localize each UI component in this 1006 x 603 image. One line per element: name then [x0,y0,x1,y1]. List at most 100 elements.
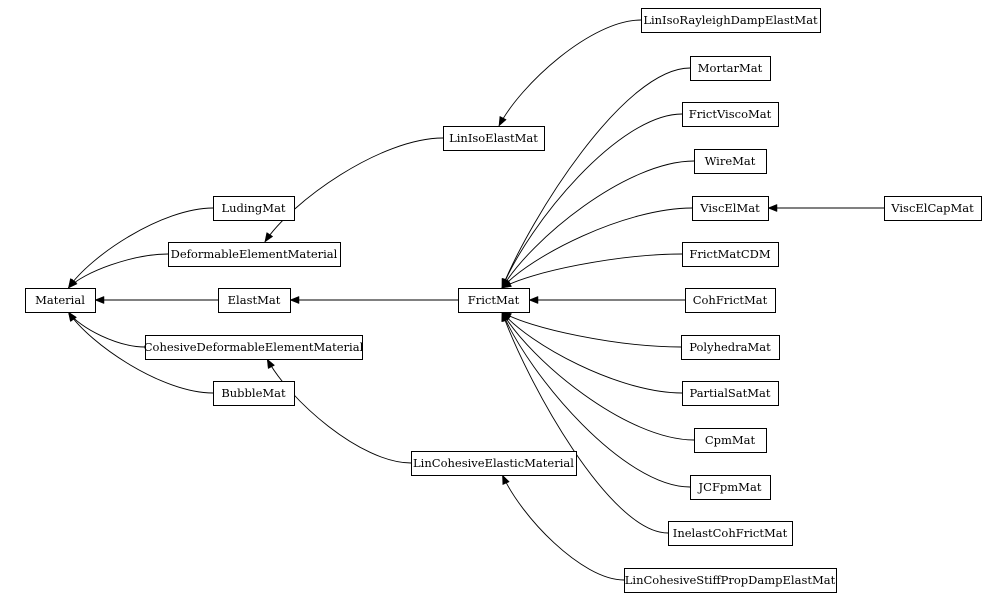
node-label: FrictViscoMat [689,107,772,121]
node-label: WireMat [705,154,756,168]
arrowhead-icon [264,232,274,243]
node-lin-rayleigh[interactable]: LinIsoRayleighDampElastMat [641,8,821,33]
node-box [690,56,771,81]
edge-line [501,311,691,488]
node-label: CpmMat [705,433,756,447]
edge-line [68,311,214,394]
node-box [694,428,767,453]
edge-line [501,253,683,289]
arrowhead-icon [528,296,539,304]
edge-line [264,137,444,243]
arrowhead-icon [289,296,300,304]
node-mortar[interactable]: MortarMat [690,56,771,81]
node-label: LinCohesiveStiffPropDampElastMat [625,573,836,587]
node-label: Material [35,293,85,307]
edge-line [266,358,412,464]
edge-lin-coh-stiff-to-lincohesive [501,474,625,581]
nodes-layer: Material LudingMatDeformableElementMateri… [25,8,982,593]
node-partial-sat[interactable]: PartialSatMat [682,381,779,406]
node-box [411,451,577,476]
edge-line [498,19,642,127]
node-box [213,381,295,406]
node-box [685,288,776,313]
arrowhead-icon [502,474,510,486]
node-box [682,381,779,406]
node-luding[interactable]: LudingMat [213,196,295,221]
edge-line [501,311,682,348]
edge-line [501,67,691,289]
node-polyhedra[interactable]: PolyhedraMat [681,335,780,360]
node-box [443,126,545,151]
node-box [168,242,341,267]
node-box [213,196,295,221]
node-box [624,568,837,593]
node-liniso[interactable]: LinIsoElastMat [443,126,545,151]
node-box [682,102,779,127]
arrowhead-icon [498,115,507,127]
node-elast[interactable]: ElastMat [218,288,291,313]
node-box [690,475,771,500]
node-label: ViscElMat [699,201,760,215]
edge-line [501,311,695,441]
node-label: MortarMat [698,61,763,75]
node-label: LinCohesiveElasticMaterial [413,456,574,470]
node-label: FrictMatCDM [689,247,770,261]
edge-bubble-to-material [68,311,214,394]
node-inelast-coh-frict[interactable]: InelastCohFrictMat [668,521,793,546]
edge-lin-rayleigh-to-liniso [498,19,642,127]
node-jcfpm[interactable]: JCFpmMat [690,475,771,500]
edge-line [501,311,669,534]
node-label: LinIsoElastMat [449,131,538,145]
node-label: BubbleMat [221,386,286,400]
node-lincohesive[interactable]: LinCohesiveElasticMaterial [411,451,577,476]
edge-line [501,474,625,581]
edge-lincohesive-to-cohesive-deformable [266,358,412,464]
node-label: ViscElCapMat [890,201,974,215]
node-box [218,288,291,313]
node-bubble[interactable]: BubbleMat [213,381,295,406]
arrowhead-icon [767,204,778,212]
node-wire[interactable]: WireMat [694,149,767,174]
node-material[interactable]: Material [25,288,96,313]
node-label: LudingMat [221,201,285,215]
arrowhead-icon [501,279,512,289]
arrowhead-icon [67,278,78,289]
node-cohesive-deformable[interactable]: CohesiveDeformableElementMaterial [144,335,364,360]
node-box [458,288,530,313]
edge-line [501,207,693,289]
edge-line [501,113,683,289]
node-viscel[interactable]: ViscElMat [692,196,769,221]
node-box [694,149,767,174]
node-box [641,8,821,33]
edge-wire-to-frict [501,160,695,289]
node-box [681,335,780,360]
node-frict[interactable]: FrictMat [458,288,530,313]
edge-polyhedra-to-frict [501,311,682,348]
node-viscel-cap[interactable]: ViscElCapMat [884,196,982,221]
edge-line [501,160,695,289]
node-frict-cdm[interactable]: FrictMatCDM [682,242,779,267]
node-coh-frict[interactable]: CohFrictMat [685,288,776,313]
arrowhead-icon [68,311,77,322]
edge-line [501,311,683,394]
node-cpm[interactable]: CpmMat [694,428,767,453]
node-label: PolyhedraMat [689,340,771,354]
node-label: JCFpmMat [698,480,762,494]
node-label: DeformableElementMaterial [171,247,338,261]
node-box [668,521,793,546]
arrowhead-icon [266,358,276,370]
edge-cohesive-deformable-to-material [68,311,146,348]
edge-inelast-coh-frict-to-frict [501,311,669,534]
edge-partial-sat-to-frict [501,311,683,394]
node-label: LinIsoRayleighDampElastMat [643,13,818,27]
node-frict-visco[interactable]: FrictViscoMat [682,102,779,127]
edge-mortar-to-frict [501,67,691,289]
node-lin-coh-stiff[interactable]: LinCohesiveStiffPropDampElastMat [624,568,837,593]
node-label: ElastMat [228,293,281,307]
edge-frict-to-elast [289,296,459,304]
edge-deformable-to-material [67,253,169,289]
node-deformable[interactable]: DeformableElementMaterial [168,242,341,267]
node-label: PartialSatMat [689,386,770,400]
arrowhead-icon [501,311,509,323]
